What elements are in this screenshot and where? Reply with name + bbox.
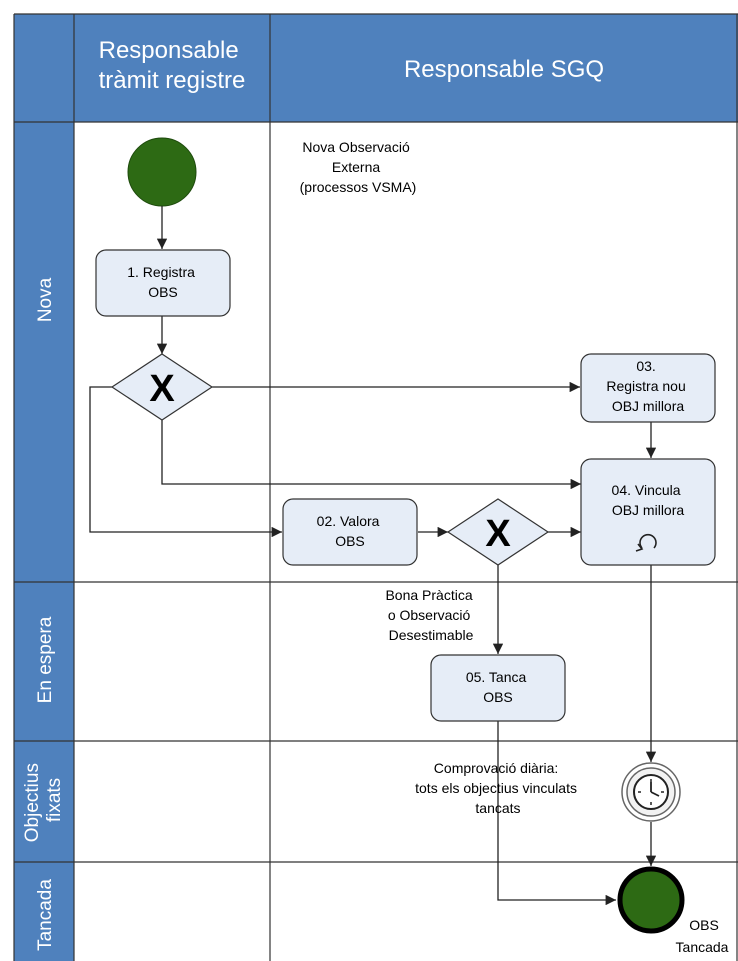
column-header-responsable-tramit: Responsable tràmit registre bbox=[99, 37, 246, 94]
annotation-obs-tancada: OBS Tancada bbox=[676, 917, 729, 955]
column-header-responsable-sgq: Responsable SGQ bbox=[404, 56, 604, 83]
task-vincula-obj-millora[interactable]: 04. Vincula OBJ millora bbox=[580, 458, 716, 566]
svg-text:03. Registra nou O: 03. Registra nou OBJ millora bbox=[606, 358, 689, 414]
lane-title-band bbox=[14, 14, 74, 961]
svg-text:X: X bbox=[149, 368, 175, 410]
lane-label-objectius-fixats: Objectius fixats bbox=[22, 758, 65, 842]
lane-label-tancada: Tancada bbox=[35, 879, 56, 951]
end-event[interactable] bbox=[617, 866, 685, 934]
annotation-nova-observacio: Nova Observació Externa (processos VSMA) bbox=[300, 139, 417, 195]
timer-event[interactable] bbox=[621, 762, 681, 822]
loop-icon bbox=[639, 533, 657, 549]
svg-text:05. Tanca OBS: 05. Tanca OBS bbox=[466, 669, 530, 705]
exclusive-gateway-1[interactable]: X bbox=[110, 353, 214, 421]
annotation-bona-practica: Bona Pràctica o Observació Desestimable bbox=[385, 587, 476, 643]
task-valora-obs[interactable]: 02. Valora OBS bbox=[282, 498, 418, 566]
lane-label-nova: Nova bbox=[35, 277, 56, 322]
start-event[interactable] bbox=[127, 137, 197, 207]
lane-label-en-espera: En espera bbox=[35, 616, 56, 703]
task-registra-obs[interactable]: 1. Registra OBS bbox=[95, 249, 231, 317]
annotation-comprovacio-diaria: Comprovació diària: tots els objectius v… bbox=[415, 760, 581, 816]
header-band bbox=[14, 14, 738, 122]
svg-text:1. Registra OBS: 1. Registra OBS bbox=[127, 264, 199, 300]
clock-icon bbox=[633, 774, 669, 810]
task-registra-nou-obj-millora[interactable]: 03. Registra nou OBJ millora bbox=[580, 353, 716, 423]
task-tanca-obs[interactable]: 05. Tanca OBS bbox=[430, 654, 566, 722]
svg-text:04. Vincula OBJ millora: 04. Vincula OBJ millora bbox=[612, 482, 685, 518]
exclusive-gateway-2[interactable]: X bbox=[446, 498, 550, 566]
svg-text:02. Valora OBS: 02. Valora OBS bbox=[317, 513, 384, 549]
svg-text:X: X bbox=[485, 513, 511, 555]
